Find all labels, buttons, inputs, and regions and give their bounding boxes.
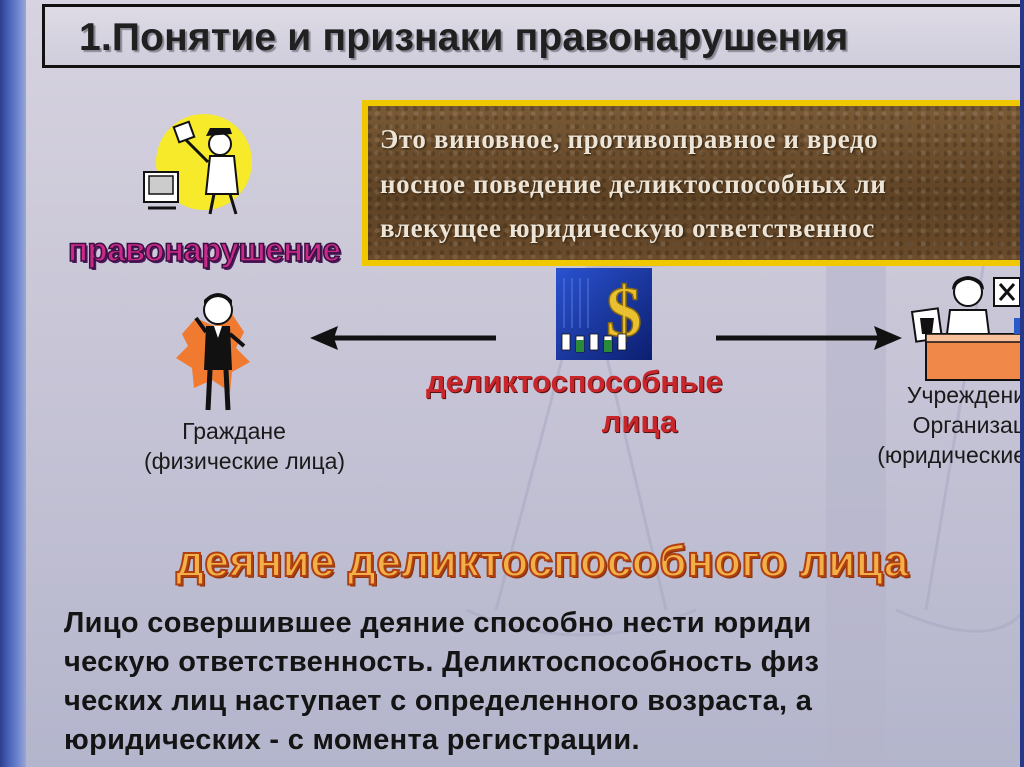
citizens-label-line: (физические лица) bbox=[144, 448, 346, 474]
title-box: 1.Понятие и признаки правонарушения bbox=[42, 4, 1020, 68]
people-dollar-clipart-icon: $ bbox=[556, 268, 652, 360]
citizens-label: Граждане (физические лица) bbox=[144, 416, 346, 476]
capable-persons-wordart-line: деликтоспособные bbox=[426, 364, 723, 399]
body-line: ческую ответственность. Деликтоспособнос… bbox=[64, 646, 820, 678]
organizations-label-line: Организац bbox=[912, 412, 1020, 438]
definition-line: влекущее юридическую ответственнос bbox=[380, 213, 875, 243]
organizations-label-line: (юридические bbox=[877, 442, 1020, 468]
citizens-label-line: Граждане bbox=[182, 418, 286, 444]
woman-at-desk-clipart-icon bbox=[910, 276, 1020, 381]
body-line: юридических - с момента регистрации. bbox=[64, 724, 640, 756]
page-title: 1.Понятие и признаки правонарушения bbox=[79, 16, 849, 59]
capable-persons-wordart: деликтоспособные лица bbox=[426, 362, 723, 442]
act-wordart: деяние деликтоспособного лица bbox=[175, 536, 909, 587]
definition-line: Это виновное, противоправное и вредо bbox=[380, 124, 879, 154]
arrow-left-icon bbox=[310, 326, 496, 350]
man-on-phone-clipart-icon bbox=[176, 293, 250, 411]
capable-persons-wordart-line: лица bbox=[601, 404, 678, 439]
organizations-label-line: Учреждени bbox=[906, 382, 1020, 408]
definition-box: Это виновное, противоправное и вредо нос… bbox=[362, 100, 1020, 266]
body-paragraph: Лицо совершившее деяние способно нести ю… bbox=[64, 604, 1020, 760]
offense-wordart: правонарушение bbox=[67, 230, 341, 269]
left-edge-gradient bbox=[0, 0, 26, 767]
body-line: ческих лиц наступает с определенного воз… bbox=[64, 685, 813, 717]
arrow-right-icon bbox=[716, 326, 902, 350]
slide: 1.Понятие и признаки правонарушения Это … bbox=[26, 0, 1020, 767]
right-edge bbox=[1020, 0, 1024, 767]
definition-line: носное поведение деликтоспособных ли bbox=[380, 169, 887, 199]
organizations-label: Учреждени Организац (юридические bbox=[826, 380, 1020, 470]
body-line: Лицо совершившее деяние способно нести ю… bbox=[64, 607, 812, 639]
offender-clipart-icon bbox=[143, 114, 252, 215]
